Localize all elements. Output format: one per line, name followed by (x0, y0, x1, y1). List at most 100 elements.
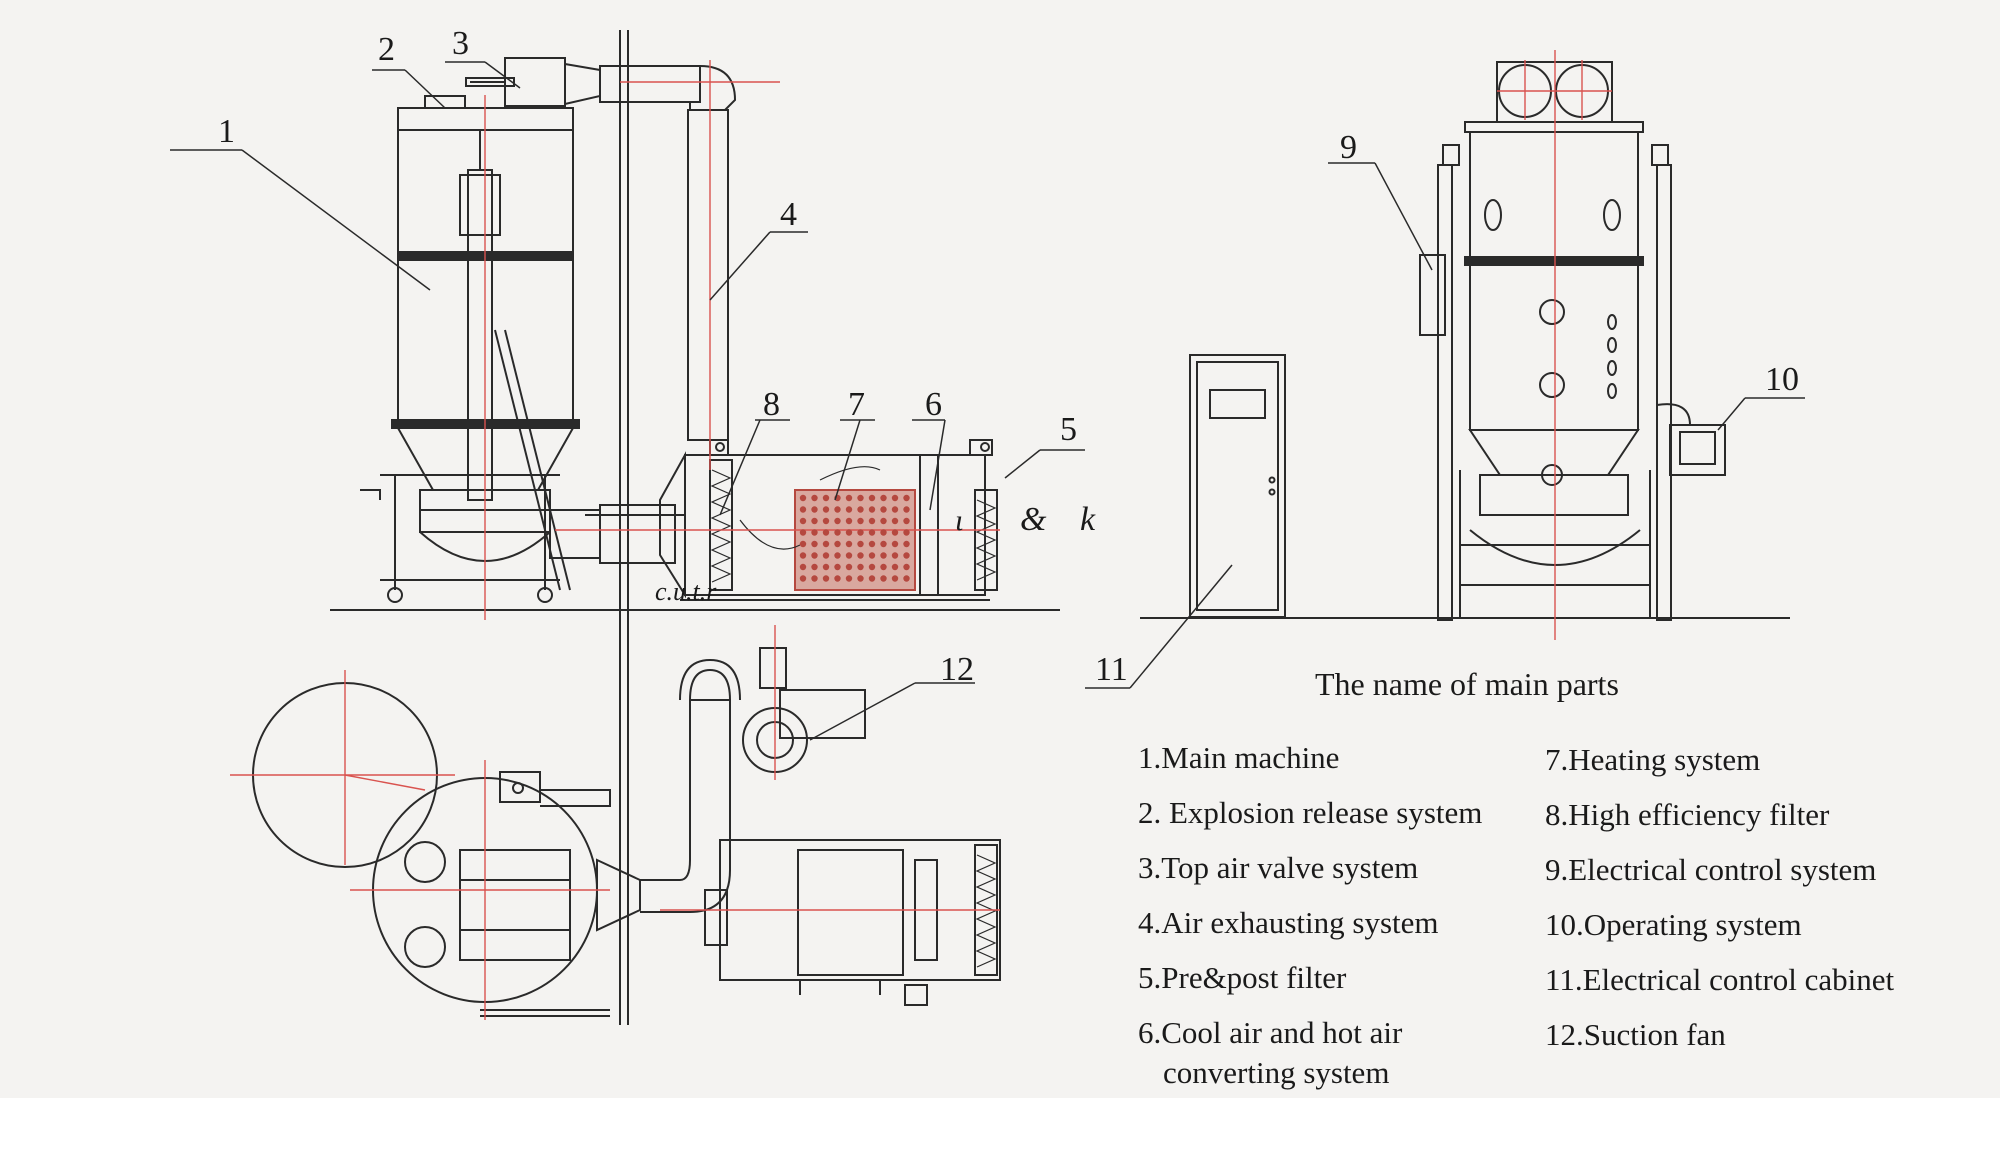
heater-dot (845, 552, 853, 559)
heater-dot (811, 552, 818, 559)
heater-dot (857, 552, 864, 559)
callout-3: 3 (452, 25, 469, 62)
heater-dot (891, 563, 899, 571)
main-machine-front-view (1419, 61, 1726, 621)
handwritten-marks: & k c.u.t.r ι (655, 501, 1096, 606)
heater-dot (868, 494, 876, 502)
handwritten-mark: & (1020, 501, 1047, 538)
heater-dot (868, 563, 876, 571)
heater-dot (903, 563, 910, 571)
heater-dot (880, 540, 887, 548)
heater-dot (822, 506, 830, 513)
callout-numbers: 1 2 3 4 5 6 7 8 9 10 11 12 (218, 25, 1799, 688)
leader-lines (170, 61, 1805, 741)
heater-dot (834, 552, 841, 559)
callout-12: 12 (940, 651, 974, 688)
heater-dot (834, 506, 841, 513)
legend-item: 9.Electrical control system (1545, 852, 1876, 887)
heater-dot (903, 552, 910, 559)
heater-dot (868, 540, 876, 548)
heater-dot (880, 517, 887, 525)
legend-item: converting system (1163, 1055, 1389, 1090)
callout-9: 9 (1340, 129, 1357, 166)
legend-item: 3.Top air valve system (1138, 850, 1418, 885)
heater-dot (868, 529, 876, 536)
electrical-cabinet (1189, 354, 1286, 618)
heater-dot (845, 540, 853, 548)
heater-dot (903, 540, 910, 548)
legend-item: 4.Air exhausting system (1138, 905, 1439, 940)
callout-1: 1 (218, 113, 235, 150)
heater-dot (822, 563, 830, 571)
heater-dot (834, 529, 841, 536)
heater-dot (811, 575, 818, 582)
heater-dot (903, 517, 910, 525)
handwritten-mark: ι (955, 504, 963, 537)
heater-dot (799, 506, 807, 513)
heater-dot (811, 517, 818, 525)
heater-dot (845, 563, 853, 571)
legend-item: 1.Main machine (1138, 740, 1339, 775)
heater-dot (857, 540, 864, 548)
heater-dot (834, 540, 841, 548)
heater-dot (903, 529, 910, 536)
heater-dot (811, 563, 818, 571)
callout-7: 7 (848, 386, 865, 423)
heater-dot (891, 575, 899, 582)
heater-dot (845, 506, 853, 513)
heater-dot (822, 540, 830, 548)
heater-dot (868, 552, 876, 559)
legend-item: 10.Operating system (1545, 907, 1802, 942)
legend-item: 12.Suction fan (1545, 1017, 1726, 1052)
heater-dot (845, 517, 853, 525)
heater-dot (868, 575, 876, 582)
heater-dot (868, 517, 876, 525)
heater-dot (822, 575, 830, 582)
heater-dot (891, 506, 899, 513)
heater-dot (857, 506, 864, 513)
bottom-margin (0, 1098, 2000, 1150)
heater-dot (891, 552, 899, 559)
heater-dot (799, 563, 807, 571)
callout-8: 8 (763, 386, 780, 423)
handwritten-mark: c.u.t.r (655, 577, 717, 606)
heater-dot (834, 563, 841, 571)
heater-dot (845, 575, 853, 582)
legend-item: 5.Pre&post filter (1138, 960, 1347, 995)
heater-dot (799, 494, 807, 502)
heater-dot (799, 517, 807, 525)
callout-5: 5 (1060, 411, 1077, 448)
heater-dots (799, 494, 910, 582)
heater-dot (903, 506, 910, 513)
heater-dot (868, 506, 876, 513)
legend-caption: The name of main parts (1315, 666, 1619, 702)
heater-dot (799, 529, 807, 536)
legend-item: 7.Heating system (1545, 742, 1760, 777)
heater-dot (891, 529, 899, 536)
center-lines (230, 50, 1612, 1020)
heater-dot (822, 552, 830, 559)
heater-dot (799, 552, 807, 559)
heater-dot (880, 552, 887, 559)
handwritten-mark: k (1080, 501, 1096, 538)
heater-dot (811, 494, 818, 502)
legend-item: 6.Cool air and hot air (1138, 1015, 1403, 1050)
heater-dot (880, 494, 887, 502)
parts-legend: The name of main parts 1.Main machine 2.… (1138, 666, 1895, 1090)
callout-11: 11 (1095, 651, 1128, 688)
callout-2: 2 (378, 31, 395, 68)
callout-4: 4 (780, 196, 797, 233)
heater-dot (811, 529, 818, 536)
heater-dot (822, 494, 830, 502)
heater-dot (903, 494, 910, 502)
heater-dot (857, 494, 864, 502)
heater-dot (880, 506, 887, 513)
heater-dot (822, 517, 830, 525)
heater-dot (857, 563, 864, 571)
legend-item: 2. Explosion release system (1138, 795, 1482, 830)
heater-dot (880, 529, 887, 536)
heater-dot (857, 517, 864, 525)
heater-dot (903, 575, 910, 582)
heater-dot (811, 506, 818, 513)
